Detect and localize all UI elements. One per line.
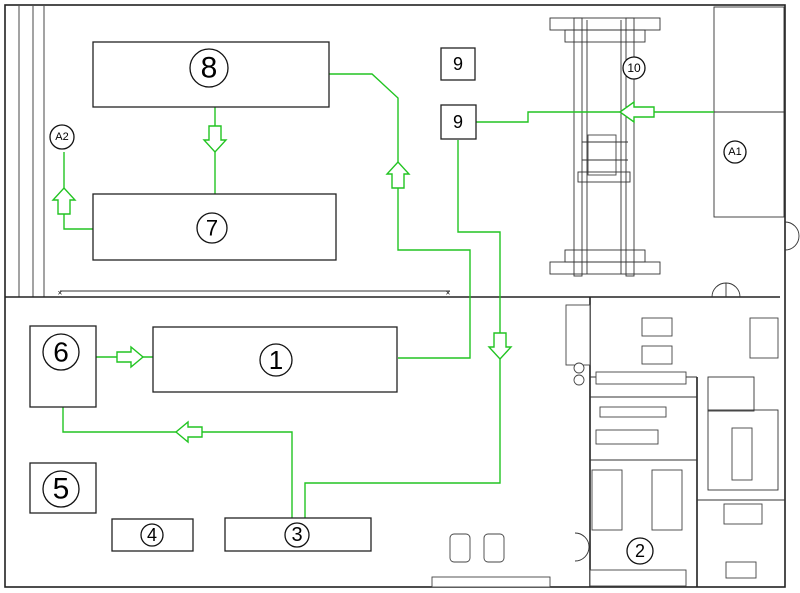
area-a2[interactable]: A2 xyxy=(49,124,75,150)
station-8[interactable]: 8 xyxy=(92,41,330,108)
gantry-conveyor xyxy=(549,17,661,277)
arrow-left-to-10 xyxy=(618,100,655,124)
arrow-up-to-8 xyxy=(385,160,411,189)
station-1[interactable]: 1 xyxy=(152,326,398,393)
station-3[interactable]: 3 xyxy=(224,517,372,552)
area-a2-label: A2 xyxy=(55,131,68,143)
station-5[interactable]: 5 xyxy=(29,462,97,514)
station-10[interactable]: 10 xyxy=(622,56,646,80)
station-4[interactable]: 4 xyxy=(111,518,194,552)
station-8-label: 8 xyxy=(201,52,218,85)
building-walls: × × xyxy=(4,4,800,588)
station-2-label: 2 xyxy=(635,541,645,561)
svg-text:×: × xyxy=(446,289,451,298)
arrow-left-to-6 xyxy=(174,420,203,444)
station-9-bottom-label: 9 xyxy=(453,112,463,132)
station-2[interactable]: 2 xyxy=(626,537,654,565)
office-area xyxy=(431,297,785,588)
area-a1-label: A1 xyxy=(728,146,741,158)
station-7[interactable]: 7 xyxy=(92,193,337,261)
arrow-up-a2 xyxy=(51,186,77,215)
station-3-label: 3 xyxy=(291,524,302,546)
arrow-down-to-3 xyxy=(487,332,513,361)
station-9-top[interactable]: 9 xyxy=(440,47,476,81)
station-4-label: 4 xyxy=(147,525,157,545)
station-9-top-label: 9 xyxy=(453,54,463,74)
station-1-label: 1 xyxy=(269,345,283,375)
arrow-right-to-1 xyxy=(116,345,145,369)
area-a1[interactable]: A1 xyxy=(723,140,747,164)
station-6[interactable]: 6 xyxy=(29,325,97,408)
station-5-label: 5 xyxy=(53,473,70,506)
station-10-label: 10 xyxy=(627,61,641,75)
station-9-bottom[interactable]: 9 xyxy=(440,104,477,140)
station-7-label: 7 xyxy=(206,216,218,241)
flow-arrows xyxy=(51,100,655,444)
station-6-label: 6 xyxy=(53,337,69,368)
arrow-down-8-7 xyxy=(202,125,228,154)
svg-text:×: × xyxy=(58,289,63,298)
